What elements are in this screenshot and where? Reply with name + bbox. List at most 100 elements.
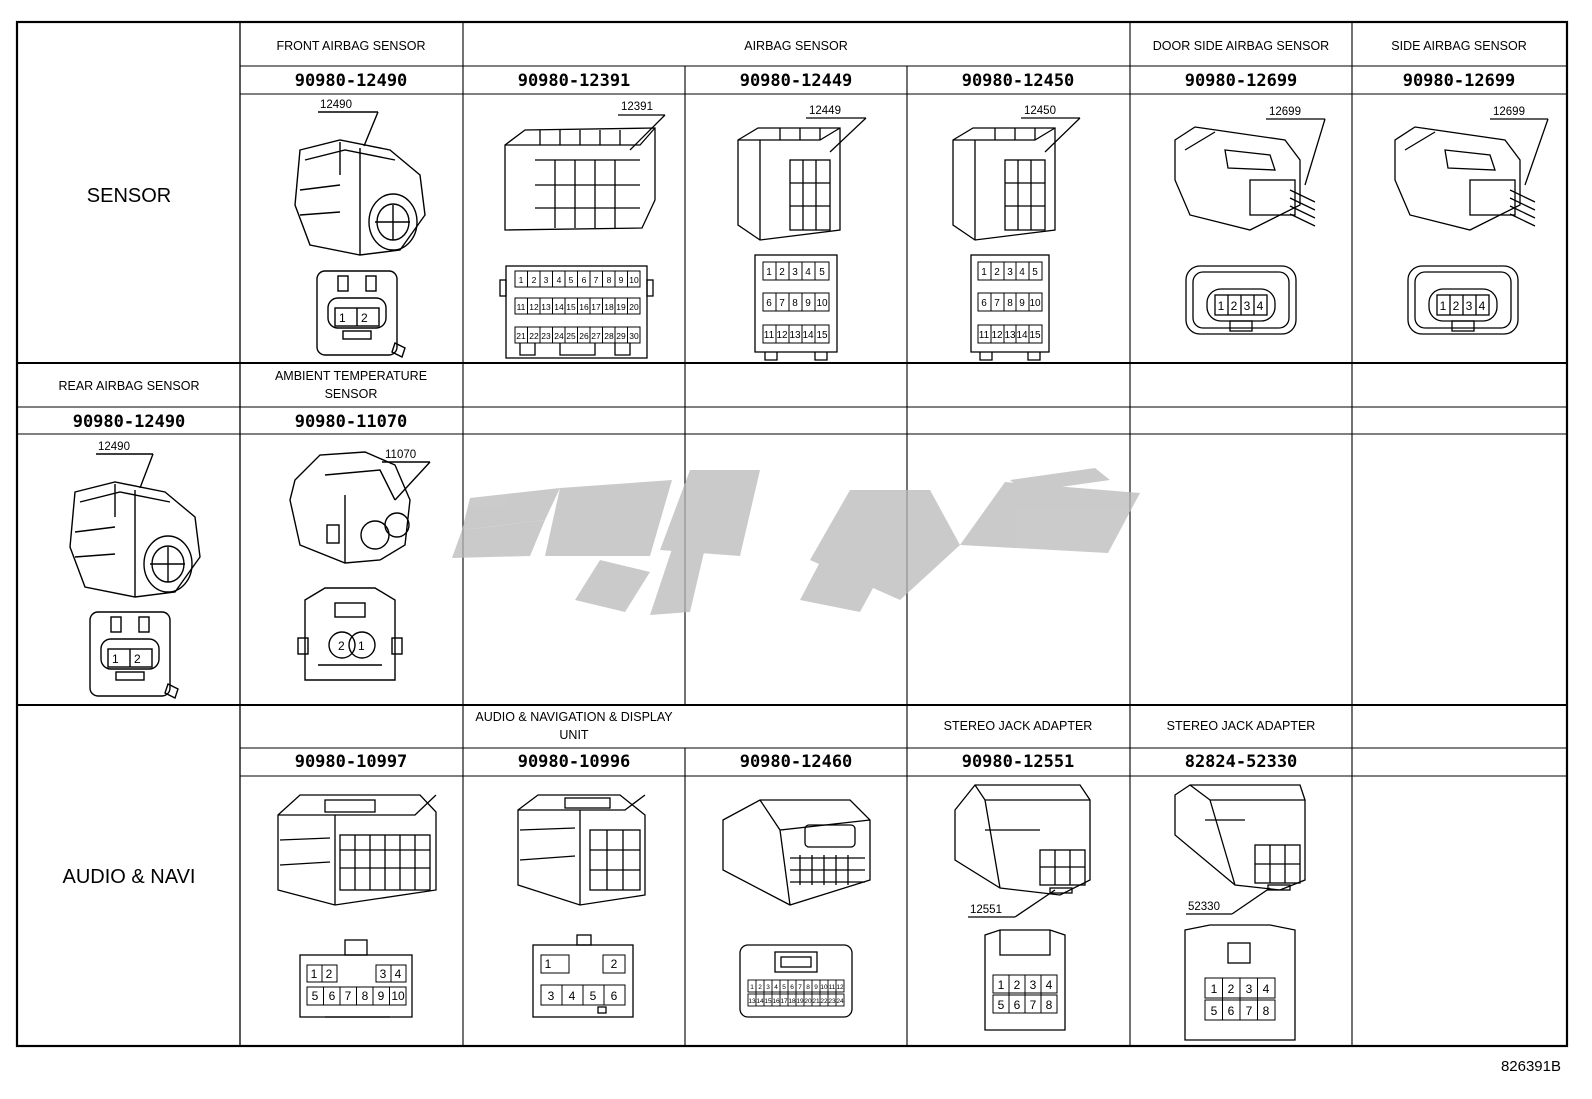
pin-label: 1: [1211, 982, 1218, 996]
part-number: 90980-12460: [740, 752, 853, 772]
pin-label: 11: [517, 302, 526, 312]
pin-label: 8: [792, 298, 798, 309]
pin-label: 6: [582, 275, 587, 285]
pin-label: 29: [616, 331, 626, 341]
pin-label: 5: [1211, 1004, 1218, 1018]
callout-tag: 12699: [1269, 106, 1301, 118]
header-stereo-jack-adapter: STEREO JACK ADAPTER: [944, 719, 1093, 733]
pin-label: 6: [790, 984, 794, 991]
pin-label: 5: [998, 998, 1005, 1012]
pin-label: 25: [566, 331, 576, 341]
pin-label: 20: [629, 302, 639, 312]
pin-label: 15: [764, 998, 772, 1005]
connector-10997: 1 2 3 4 5 6 7 8 9 10: [277, 794, 437, 1018]
pin-label: 7: [798, 984, 802, 991]
pin-label: 8: [1046, 998, 1053, 1012]
pin-label: 6: [1014, 998, 1021, 1012]
connector-12699-side: 12699 1 2 3 4: [1394, 106, 1549, 335]
callout-tag: 52330: [1188, 901, 1220, 913]
pin-label: 3: [1244, 299, 1251, 313]
pin-label: 2: [1014, 978, 1021, 992]
part-number: 90980-12699: [1403, 71, 1516, 91]
pin-label: 12: [776, 330, 788, 341]
pin-label: 2: [532, 275, 537, 285]
pin-label: 4: [395, 967, 402, 981]
connector-10996: 1 2 3 4 5 6: [517, 794, 646, 1018]
pin-label: 5: [819, 267, 825, 278]
pin-label: 12: [529, 302, 539, 312]
part-number: 90980-10997: [295, 752, 408, 772]
part-number: 82824-52330: [1185, 752, 1298, 772]
pin-label: 7: [1030, 998, 1037, 1012]
pin-label: 2: [338, 639, 345, 653]
pin-label: 1: [311, 967, 318, 981]
pin-label: 14: [1016, 330, 1028, 341]
pin-label: 10: [629, 275, 639, 285]
pin-label: 1: [981, 267, 987, 278]
pin-label: 2: [1453, 299, 1460, 313]
pin-label: 1: [545, 957, 552, 971]
pin-label: 27: [591, 331, 601, 341]
pin-label: 4: [1019, 267, 1025, 278]
pin-label: 9: [805, 298, 811, 309]
pin-label: 2: [326, 967, 333, 981]
pin-label: 11: [979, 330, 990, 341]
pin-label: 5: [1032, 267, 1038, 278]
pin-label: 3: [766, 984, 770, 991]
part-number: 90980-12449: [740, 71, 853, 91]
pin-label: 2: [1228, 982, 1235, 996]
pin-label: 4: [1479, 299, 1486, 313]
pin-label: 7: [1246, 1004, 1253, 1018]
connector-12391: 12391 1 2 3 4 5 6 7 8 9 10 11: [499, 101, 666, 359]
pin-label: 30: [629, 331, 639, 341]
pin-label: 18: [788, 998, 796, 1005]
pin-label: 5: [569, 275, 574, 285]
pin-label: 10: [816, 298, 828, 309]
pin-label: 1: [750, 984, 754, 991]
pin-label: 5: [590, 989, 597, 1003]
pin-label: 1: [766, 267, 772, 278]
pin-label: 26: [579, 331, 589, 341]
pin-label: 1: [339, 311, 346, 325]
part-number: 90980-10996: [518, 752, 631, 772]
pin-label: 4: [1046, 978, 1053, 992]
pin-label: 2: [611, 957, 618, 971]
pin-label: 18: [604, 302, 614, 312]
pin-label: 3: [1007, 267, 1013, 278]
pin-label: 4: [1257, 299, 1264, 313]
pin-label: 8: [1263, 1004, 1270, 1018]
pin-label: 21: [812, 998, 820, 1005]
connector-12460: 1 2 3 4 5 6 7 8 9 10 11 12 13 14 15 16 1…: [722, 799, 871, 1018]
pin-label: 23: [828, 998, 836, 1005]
pin-label: 8: [607, 275, 612, 285]
pin-label: 15: [566, 302, 576, 312]
header-airbag-sensor: AIRBAG SENSOR: [744, 39, 848, 53]
pin-label: 10: [391, 989, 405, 1003]
callout-tag: 12449: [809, 105, 841, 117]
pin-label: 19: [616, 302, 626, 312]
header-front-airbag-sensor: FRONT AIRBAG SENSOR: [276, 39, 425, 53]
pin-label: 1: [358, 639, 365, 653]
pin-label: 9: [814, 984, 818, 991]
pin-label: 14: [554, 302, 564, 312]
pin-label: 24: [836, 998, 844, 1005]
pin-label: 3: [792, 267, 798, 278]
pin-label: 7: [779, 298, 785, 309]
connector-11070: 11070 2 1: [289, 449, 431, 681]
part-number: 90980-12490: [295, 71, 408, 91]
pin-label: 4: [557, 275, 562, 285]
pin-label: 22: [820, 998, 828, 1005]
pin-label: 22: [529, 331, 539, 341]
connector-12699-door: 12699 1 2 3 4: [1174, 106, 1326, 335]
pin-label: 3: [380, 967, 387, 981]
pin-label: 4: [805, 267, 811, 278]
pin-label: 1: [519, 275, 524, 285]
pin-label: 4: [774, 984, 778, 991]
table-grid: [15, 20, 1569, 1048]
pin-label: 3: [1030, 978, 1037, 992]
pin-label: 1: [112, 652, 119, 666]
header-ambient-temperature-sensor-line2: SENSOR: [325, 387, 378, 401]
connector-12490-front: 12490 1 2: [294, 99, 426, 358]
part-number: 90980-12551: [962, 752, 1075, 772]
